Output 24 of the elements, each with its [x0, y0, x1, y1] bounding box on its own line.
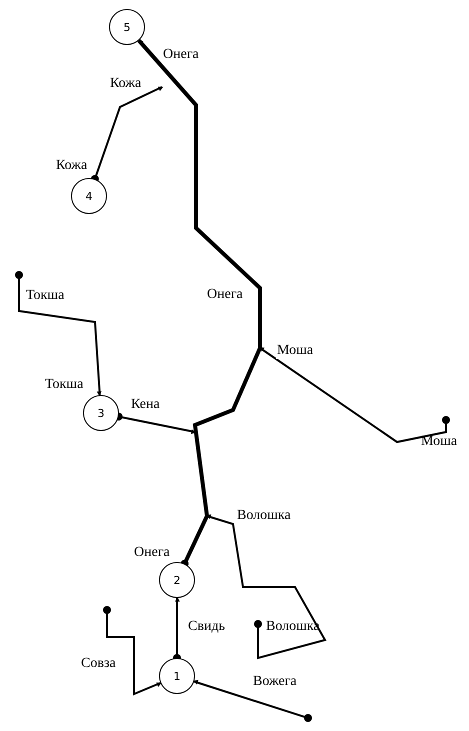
river-name: Онега [163, 47, 199, 63]
river-name: Токша [26, 288, 64, 304]
source-dot [442, 416, 450, 424]
source-dot [103, 606, 111, 614]
river-arrow [259, 347, 447, 444]
node-circle: 4 [71, 178, 107, 214]
source-dot [15, 271, 23, 279]
river-arrow [193, 680, 306, 718]
river-arrow [106, 613, 162, 696]
river-arrow [206, 514, 326, 660]
river-arrow [18, 278, 102, 396]
source-dot [304, 714, 312, 722]
river-arrow [90, 86, 164, 183]
node-circle: 2 [159, 562, 195, 598]
river-name: Онега [207, 287, 243, 303]
river-name: Моша [421, 434, 458, 450]
node-circle: 5 [109, 9, 145, 45]
river-name: Кожа [110, 76, 142, 92]
node-circle: 3 [83, 395, 119, 431]
source-dot [254, 620, 262, 628]
river-arrow [137, 39, 262, 568]
edge-label: Свидь [187, 619, 226, 635]
edge-label: Моша [276, 343, 314, 359]
node-circle: 1 [159, 658, 195, 694]
